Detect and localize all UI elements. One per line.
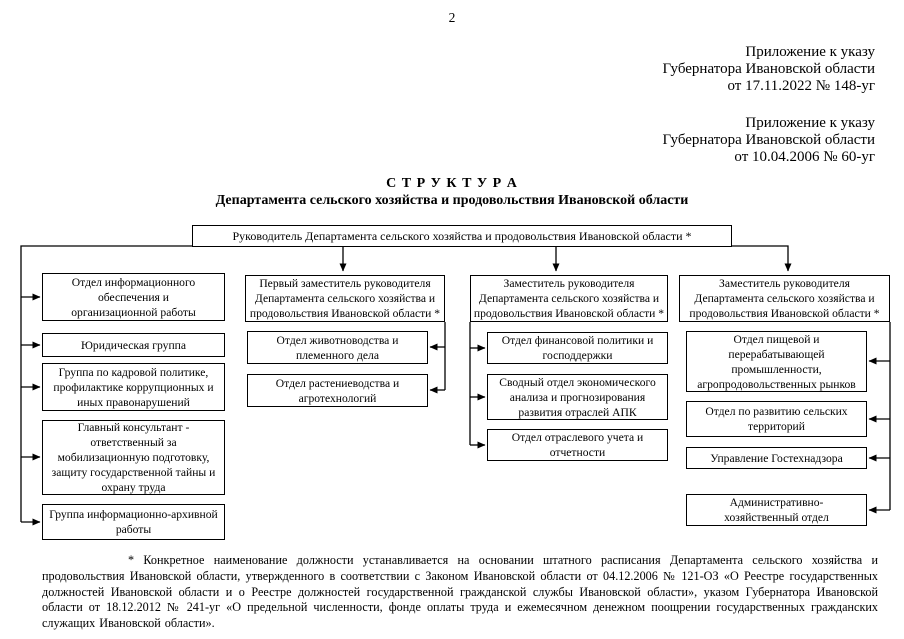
box-otdel-pishchevoy-promyshlennosti: Отдел пищевой и перерабатывающей промышл… [686, 331, 867, 392]
box-otdel-rastenievodstva: Отдел растениеводства и агротехнологий [247, 374, 428, 407]
box-zamestitel-rukovoditelya-3: Заместитель руководителя Департамента се… [679, 275, 890, 322]
annex-reference-1: Приложение к указу Губернатора Ивановско… [662, 44, 875, 94]
document-title: С Т Р У К Т У Р А Департамента сельского… [0, 176, 904, 210]
page-number: 2 [448, 10, 456, 25]
box-upravlenie-gostehnadzora: Управление Гостехнадзора [686, 447, 867, 469]
box-pervyy-zamestitel-rukovoditelya: Первый заместитель руководителя Департам… [245, 275, 445, 322]
box-yuridicheskaya-gruppa: Юридическая группа [42, 333, 225, 357]
box-otdel-zhivotnovodstva: Отдел животноводства и племенного дела [247, 331, 428, 364]
box-otdel-informacionnogo-obespecheniya: Отдел информационного обеспечения и орга… [42, 273, 225, 321]
title-structure: С Т Р У К Т У Р А [386, 176, 518, 191]
box-glavnyy-konsultant: Главный консультант - ответственный за м… [42, 420, 225, 495]
footnote: * Конкретное наименование должности уста… [42, 553, 878, 631]
title-department: Департамента сельского хозяйства и продо… [215, 193, 689, 208]
box-zamestitel-rukovoditelya-2: Заместитель руководителя Департамента се… [470, 275, 668, 322]
box-gruppa-informacionno-arhivnoy-raboty: Группа информационно-архивной работы [42, 504, 225, 540]
annex-reference-2: Приложение к указу Губернатора Ивановско… [662, 115, 875, 165]
box-rukovoditel-departamenta: Руководитель Департамента сельского хозя… [192, 225, 732, 247]
box-administrativno-hozyaystvennyy-otdel: Административно- хозяйственный отдел [686, 494, 867, 526]
box-svodnyy-otdel-ekonomicheskogo-analiza: Сводный отдел экономического анализа и п… [487, 374, 668, 420]
box-gruppa-kadrovoy-politiki: Группа по кадровой политике, профилактик… [42, 363, 225, 411]
box-otdel-finansovoy-politiki: Отдел финансовой политики и господдержки [487, 332, 668, 364]
box-otdel-otraslevogo-ucheta: Отдел отраслевого учета и отчетности [487, 429, 668, 461]
box-otdel-razvitiya-selskih-territoriy: Отдел по развитию сельских территорий [686, 401, 867, 437]
